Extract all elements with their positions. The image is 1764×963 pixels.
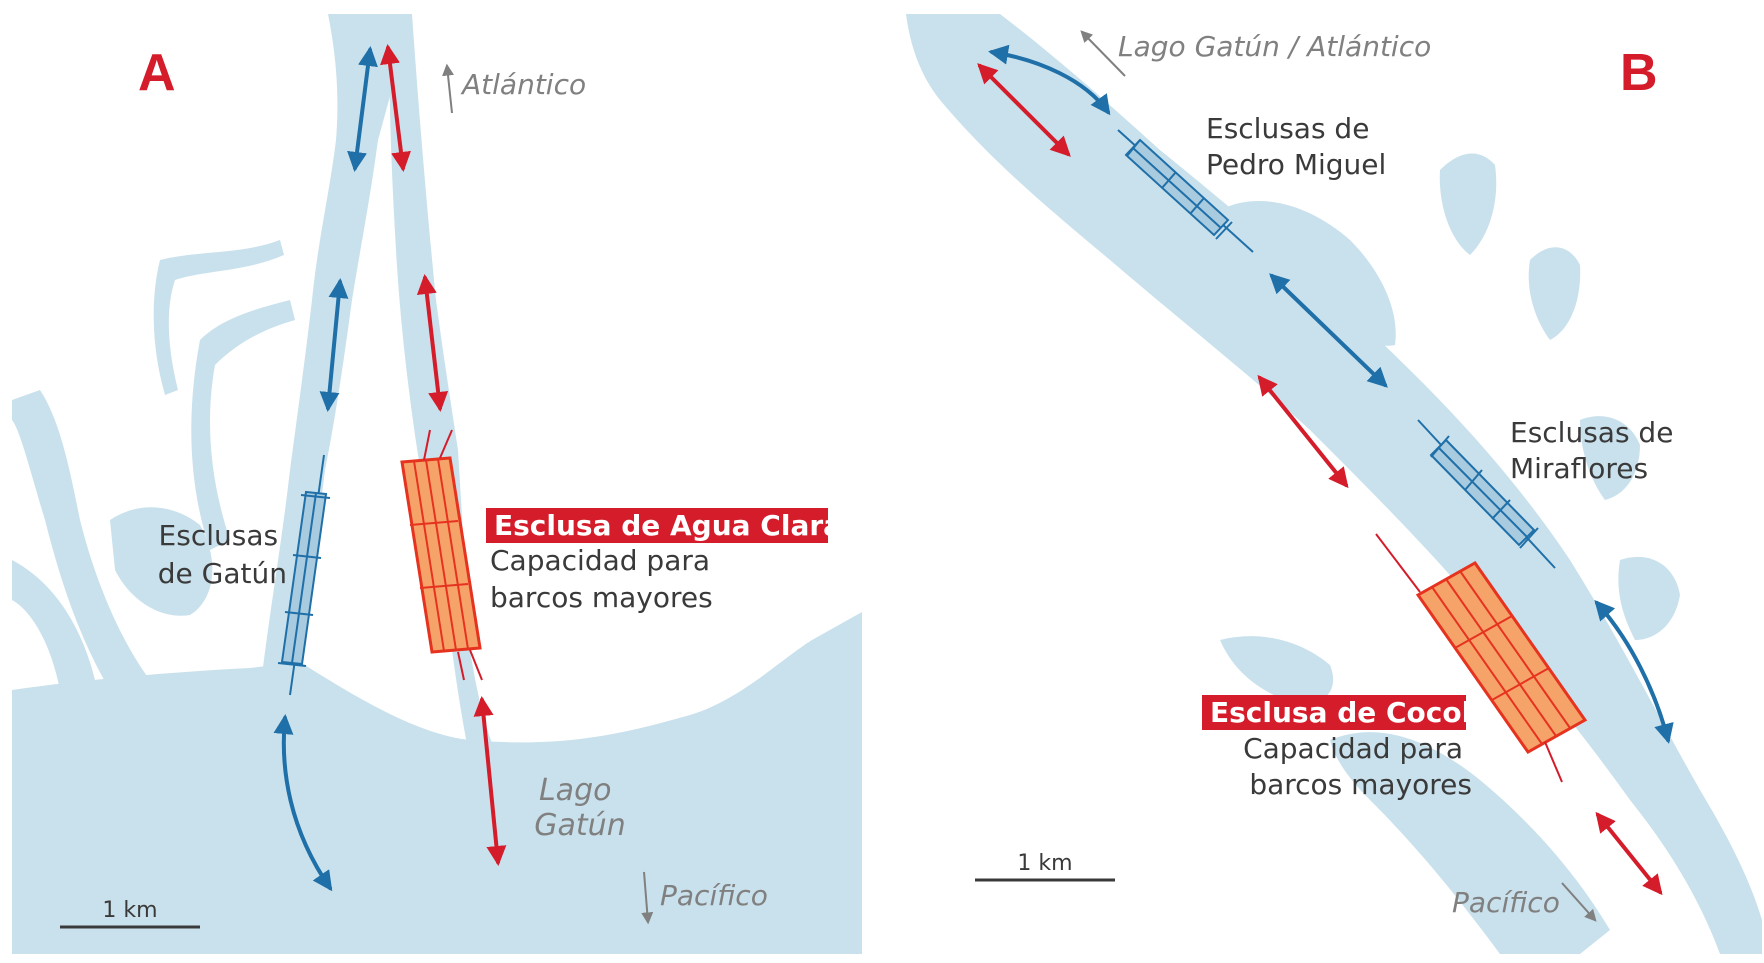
new-canal-routes: [380, 44, 507, 866]
south-arrow-icon: [641, 871, 654, 925]
panel-a-letter: A: [138, 44, 176, 102]
agua-clara-lock: [400, 429, 483, 681]
pacific-label: Pacífico: [1452, 886, 1560, 919]
lake-label-line2: Gatún: [534, 808, 625, 843]
panel-a-scale-bar: 1 km: [60, 898, 200, 929]
miraflores-label-line2: Miraflores: [1510, 452, 1648, 485]
panel-a-map: A Atlántico Pacífico Lago Gatún: [12, 14, 862, 954]
cocoli-lock: [1375, 533, 1588, 783]
route-arrow-icon: [273, 714, 333, 892]
gatun-locks-label-line2: de Gatún: [158, 557, 287, 590]
agua-clara-title: Esclusa de Agua Clara: [494, 509, 842, 542]
pedro-miguel-label-line1: Esclusas de: [1206, 112, 1369, 145]
panel-b-letter: B: [1620, 44, 1658, 102]
miraflores-label: Esclusas de Miraflores: [1510, 416, 1682, 485]
pacific-label: Pacífico: [660, 879, 768, 912]
cocoli-title-badge: [1202, 695, 1466, 730]
gatun-locks: [277, 454, 331, 696]
miraflores-locks: [1417, 419, 1556, 569]
route-arrow-icon: [473, 696, 507, 866]
route-arrow-icon: [319, 278, 349, 412]
cocoli-description: Capacidad para barcos mayores: [1243, 732, 1472, 801]
agua-clara-desc-line1: Capacidad para: [490, 544, 710, 577]
lake-label-line1: Lago: [539, 773, 612, 808]
old-canal-routes: [273, 46, 378, 892]
route-arrow-icon: [1595, 811, 1663, 896]
north-direction-label: Lago Gatún / Atlántico: [1118, 30, 1431, 63]
cocoli-desc-line2: barcos mayores: [1249, 768, 1472, 801]
pedro-miguel-label: Esclusas de Pedro Miguel: [1206, 112, 1386, 181]
cocoli-title: Esclusa de Cocolí: [1210, 696, 1482, 729]
pedro-miguel-locks: [1117, 129, 1254, 253]
gatun-locks-label-line1: Esclusas: [159, 519, 279, 552]
route-arrow-icon: [347, 46, 378, 172]
panel-b-scale-bar: 1 km: [975, 851, 1115, 882]
panel-b-scale-label: 1 km: [1017, 851, 1072, 876]
agua-clara-desc-line2: barcos mayores: [490, 581, 713, 614]
route-arrow-icon: [1594, 600, 1674, 744]
route-arrow-icon: [380, 44, 411, 172]
lake-label: Lago Gatún: [534, 773, 625, 843]
pedro-miguel-label-line2: Pedro Miguel: [1206, 148, 1386, 181]
panel-a-scale-label: 1 km: [102, 898, 157, 923]
panel-b-map: B Lago Gatún / Atlántico Pacífico: [906, 14, 1762, 954]
route-arrow-icon: [1269, 273, 1388, 388]
gatun-locks-label: Esclusas de Gatún: [158, 519, 287, 590]
agua-clara-description: Capacidad para barcos mayores: [490, 544, 719, 614]
miraflores-label-line1: Esclusas de: [1510, 416, 1673, 449]
atlantic-label: Atlántico: [460, 68, 586, 101]
route-arrow-icon: [416, 274, 449, 412]
cocoli-desc-line1: Capacidad para: [1243, 732, 1463, 765]
south-arrow-icon: [1561, 882, 1597, 922]
route-arrow-icon: [1257, 374, 1349, 489]
route-arrow-icon: [977, 63, 1071, 157]
new-canal-routes: [977, 63, 1663, 896]
agua-clara-title-badge: [486, 508, 828, 543]
north-arrow-icon: [442, 63, 454, 114]
